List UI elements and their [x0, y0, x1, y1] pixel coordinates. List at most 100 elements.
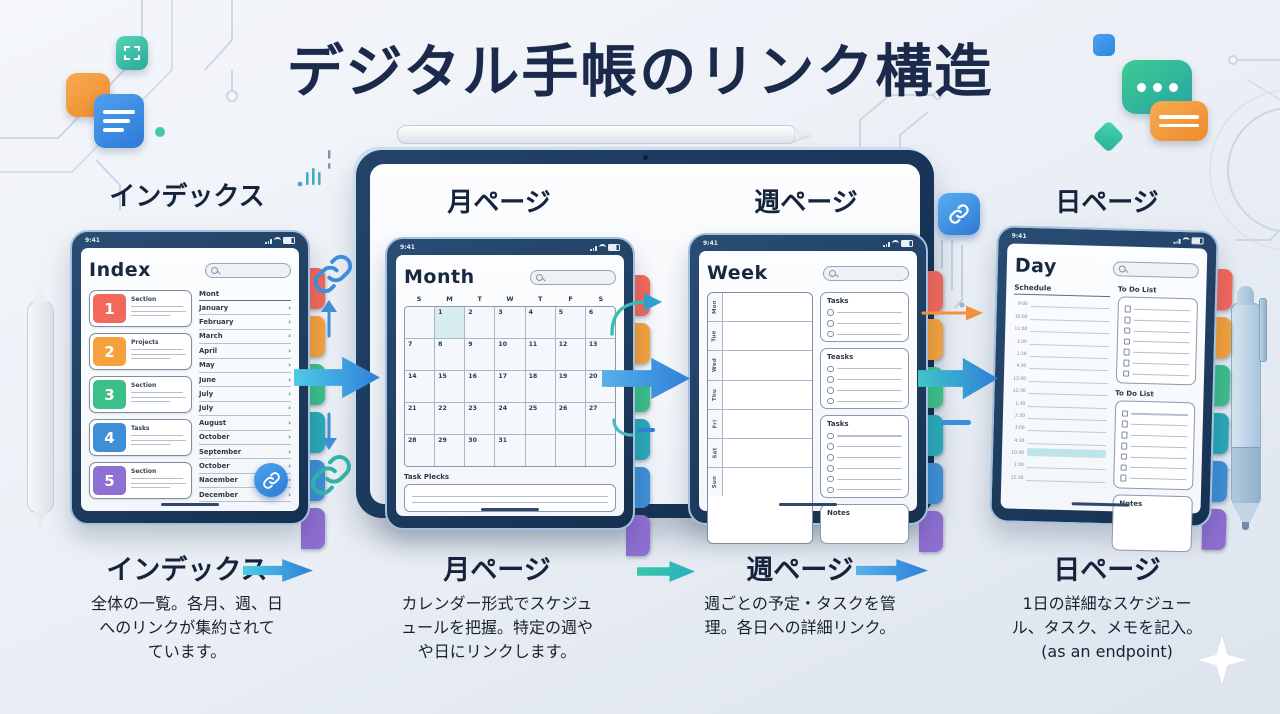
- calendar-cell[interactable]: 1: [434, 307, 465, 338]
- calendar-cell[interactable]: 3: [494, 307, 525, 338]
- checkbox-icon[interactable]: [827, 465, 834, 472]
- month-row[interactable]: July›: [199, 387, 291, 402]
- checkbox-icon[interactable]: [1123, 327, 1131, 335]
- status-bar: 9:41: [400, 242, 620, 253]
- checkbox-icon[interactable]: [827, 454, 834, 461]
- text-line: [836, 489, 902, 491]
- calendar-cell[interactable]: 12: [554, 339, 585, 370]
- checkbox-icon[interactable]: [827, 376, 834, 383]
- calendar-cell[interactable]: 9: [464, 339, 495, 370]
- checkbox-icon[interactable]: [827, 319, 834, 327]
- calendar-cell[interactable]: [584, 435, 615, 466]
- calendar-cell[interactable]: 24: [494, 403, 525, 434]
- search-input[interactable]: [205, 262, 291, 278]
- calendar-cell[interactable]: 6: [584, 307, 615, 338]
- month-row[interactable]: December›: [199, 488, 291, 503]
- checkbox-icon[interactable]: [1120, 464, 1127, 471]
- week-day-row[interactable]: Wed: [708, 350, 812, 380]
- todo-row: [1123, 327, 1191, 335]
- month-row[interactable]: September›: [199, 445, 291, 460]
- checkbox-icon[interactable]: [1120, 453, 1128, 461]
- calendar-cell[interactable]: 26: [554, 403, 585, 434]
- month-row[interactable]: October›: [199, 459, 291, 474]
- month-row[interactable]: February›: [199, 315, 291, 330]
- checkbox-icon[interactable]: [1121, 410, 1129, 417]
- search-input[interactable]: [530, 269, 616, 285]
- calendar-cell[interactable]: [554, 435, 585, 466]
- checkbox-icon[interactable]: [1122, 359, 1130, 367]
- home-indicator: [779, 503, 837, 506]
- month-name: February: [199, 318, 234, 327]
- month-name: July: [199, 404, 214, 413]
- week-day-row[interactable]: Sat: [708, 437, 812, 468]
- checkbox-icon[interactable]: [1119, 474, 1127, 482]
- calendar-cell[interactable]: 13: [584, 339, 615, 370]
- month-row[interactable]: June›: [199, 373, 291, 388]
- week-day-row[interactable]: Mon: [708, 293, 812, 322]
- calendar-cell[interactable]: 28: [405, 435, 435, 466]
- scan-icon: [116, 36, 148, 70]
- calendar-cell[interactable]: 7: [405, 339, 435, 370]
- month-row[interactable]: January›: [199, 301, 291, 316]
- checkbox-icon[interactable]: [1124, 305, 1132, 313]
- calendar-cell[interactable]: 16: [464, 371, 495, 402]
- calendar-cell[interactable]: 21: [405, 403, 435, 434]
- calendar-cell[interactable]: 23: [464, 403, 495, 434]
- calendar-cell[interactable]: 22: [434, 403, 465, 434]
- checkbox-icon[interactable]: [827, 309, 834, 316]
- checkbox-icon[interactable]: [1123, 348, 1130, 356]
- checkbox-icon[interactable]: [827, 443, 834, 451]
- calendar-cell[interactable]: 10: [494, 339, 525, 370]
- calendar-cell[interactable]: 15: [434, 371, 465, 402]
- checkbox-icon[interactable]: [827, 397, 834, 405]
- week-day-row[interactable]: Thu: [708, 379, 812, 409]
- checkbox-icon[interactable]: [1124, 316, 1131, 324]
- calendar-cell[interactable]: 17: [494, 371, 525, 402]
- checkbox-icon[interactable]: [1121, 431, 1128, 439]
- checkbox-icon[interactable]: [827, 432, 834, 440]
- week-day-row[interactable]: Sun: [708, 467, 812, 497]
- month-row[interactable]: August›: [199, 416, 291, 431]
- calendar-cell[interactable]: 4: [524, 307, 555, 338]
- calendar-cell[interactable]: 29: [434, 435, 465, 466]
- search-input[interactable]: [823, 265, 909, 281]
- calendar-cell[interactable]: 8: [434, 339, 465, 370]
- calendar-cell[interactable]: [524, 435, 555, 466]
- checkbox-icon[interactable]: [827, 330, 834, 338]
- checkbox-icon[interactable]: [1122, 370, 1130, 378]
- calendar-cell[interactable]: [405, 307, 435, 338]
- month-row[interactable]: Nacember›: [199, 474, 291, 489]
- calendar-cell[interactable]: 30: [464, 435, 495, 466]
- calendar-cell[interactable]: 31: [494, 435, 525, 466]
- checkbox-icon[interactable]: [1123, 338, 1131, 345]
- month-row[interactable]: July›: [199, 402, 291, 417]
- week-day-row[interactable]: Fri: [708, 408, 812, 438]
- month-row[interactable]: April›: [199, 344, 291, 359]
- calendar-cell[interactable]: 14: [405, 371, 435, 402]
- calendar-cell[interactable]: 25: [524, 403, 555, 434]
- checkbox-icon[interactable]: [827, 387, 834, 394]
- calendar-cell[interactable]: 5: [554, 307, 585, 338]
- checkbox-icon[interactable]: [827, 365, 834, 373]
- link-button[interactable]: [254, 463, 288, 497]
- checkbox-icon[interactable]: [827, 475, 834, 483]
- month-row[interactable]: May›: [199, 359, 291, 373]
- calendar-cell[interactable]: 27: [584, 403, 615, 434]
- month-row[interactable]: March›: [199, 330, 291, 345]
- battery-icon: [901, 240, 913, 247]
- checkbox-icon[interactable]: [827, 486, 834, 494]
- calendar-cell[interactable]: 2: [464, 307, 495, 338]
- calendar-cell[interactable]: 19: [554, 371, 585, 402]
- week-day-row[interactable]: Tue: [708, 321, 812, 351]
- search-input[interactable]: [1112, 260, 1200, 278]
- calendar-cell[interactable]: 18: [524, 371, 555, 402]
- calendar-cell[interactable]: 11: [524, 339, 555, 370]
- month-row[interactable]: October›: [199, 431, 291, 445]
- checkbox-icon[interactable]: [1120, 442, 1128, 450]
- checkbox-icon[interactable]: [1121, 420, 1129, 428]
